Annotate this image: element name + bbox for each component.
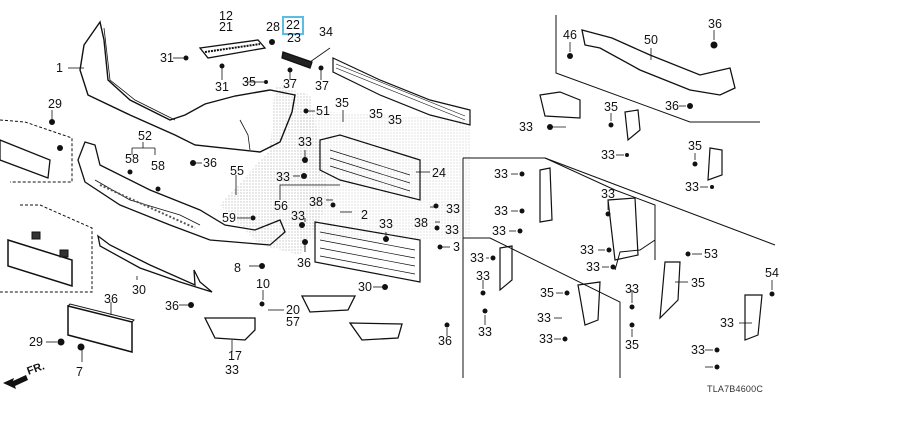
callout-37[interactable]: 37 bbox=[283, 77, 297, 91]
callout-46[interactable]: 50 bbox=[644, 33, 658, 47]
callout-33[interactable]: 35 bbox=[625, 338, 639, 352]
callout-34[interactable]: 34 bbox=[319, 25, 333, 39]
fasteners bbox=[49, 39, 775, 370]
callout-33[interactable]: 33 bbox=[298, 135, 312, 149]
mount-brackets bbox=[499, 91, 763, 341]
callout-38[interactable]: 38 bbox=[414, 216, 428, 230]
air-shutter-lower-part bbox=[314, 221, 421, 283]
callout-33[interactable]: 33 bbox=[586, 260, 600, 274]
callout-33[interactable]: 33 bbox=[476, 269, 490, 283]
callout-12[interactable]: 12 bbox=[219, 9, 233, 23]
callout-22-selected[interactable]: 22 bbox=[282, 16, 304, 35]
callout-55[interactable]: 55 bbox=[230, 164, 244, 178]
callout-35[interactable]: 33 bbox=[685, 180, 699, 194]
bumper-beam-part bbox=[555, 15, 760, 123]
callout-23[interactable]: 23 bbox=[287, 31, 301, 45]
callout-33[interactable]: 33 bbox=[539, 332, 553, 346]
fog-garnish-left-part bbox=[203, 317, 256, 341]
callout-7[interactable]: 17 bbox=[228, 349, 242, 363]
callout-52[interactable]: 52 bbox=[138, 129, 152, 143]
callout-33[interactable]: 33 bbox=[601, 187, 615, 201]
callout-59[interactable]: 59 bbox=[222, 211, 236, 225]
callout-33[interactable]: 33 bbox=[478, 325, 492, 339]
callout-33[interactable]: 36 bbox=[297, 256, 311, 270]
callout-33[interactable]: 33 bbox=[492, 224, 506, 238]
callout-36[interactable]: 29 bbox=[29, 335, 43, 349]
callout-33[interactable]: 33 bbox=[379, 217, 393, 231]
bumper-cover-part bbox=[79, 20, 296, 153]
callout-30[interactable]: 36 bbox=[438, 334, 452, 348]
callout-35[interactable]: 35 bbox=[369, 107, 383, 121]
callout-33[interactable]: 33 bbox=[470, 251, 484, 265]
bracket-22-part bbox=[281, 47, 331, 69]
air-shutter-upper-part bbox=[319, 134, 421, 201]
callout-33[interactable]: 33 bbox=[494, 204, 508, 218]
garnish-strip-part bbox=[97, 234, 213, 293]
callout-28[interactable]: 28 bbox=[266, 20, 280, 34]
lower-bumper-part bbox=[77, 141, 286, 246]
callout-51[interactable]: 51 bbox=[316, 104, 330, 118]
fog-garnish-center-part bbox=[300, 295, 357, 313]
fog-garnish-right-part bbox=[348, 322, 403, 341]
front-plate-base-part bbox=[67, 303, 135, 353]
callout-35[interactable]: 33 bbox=[601, 148, 615, 162]
callout-8[interactable]: 30 bbox=[132, 283, 146, 297]
callout-33[interactable]: 33 bbox=[445, 223, 459, 237]
callout-33[interactable]: 33 bbox=[580, 243, 594, 257]
callout-21[interactable]: 21 bbox=[219, 20, 233, 34]
callout-58[interactable]: 58 bbox=[125, 152, 139, 166]
callout-36[interactable]: 46 bbox=[563, 28, 577, 42]
upper-grille-part bbox=[332, 57, 471, 126]
callout-3[interactable]: 3 bbox=[453, 240, 460, 254]
callout-56[interactable]: 56 bbox=[274, 199, 288, 213]
callout-33[interactable]: 33 bbox=[276, 170, 290, 184]
callout-31[interactable]: 31 bbox=[160, 51, 174, 65]
callout-1[interactable]: 1 bbox=[56, 61, 63, 75]
callout-38[interactable]: 38 bbox=[309, 195, 323, 209]
callout-33[interactable]: 35 bbox=[540, 286, 554, 300]
callout-2[interactable]: 2 bbox=[361, 208, 368, 222]
callout-10[interactable]: 20 bbox=[286, 303, 300, 317]
license-bracket-upper bbox=[0, 119, 73, 183]
callout-31[interactable]: 31 bbox=[215, 80, 229, 94]
callout-33[interactable]: 33 bbox=[625, 282, 639, 296]
callout-33[interactable]: 33 bbox=[691, 343, 705, 357]
side-bracket-part bbox=[198, 39, 267, 59]
callout-29[interactable]: 7 bbox=[76, 365, 83, 379]
callout-50[interactable]: 36 bbox=[708, 17, 722, 31]
callout-30[interactable]: 10 bbox=[256, 277, 270, 291]
callout-53[interactable]: 35 bbox=[691, 276, 705, 290]
callout-17[interactable]: 33 bbox=[225, 363, 239, 377]
callout-36[interactable]: 36 bbox=[665, 99, 679, 113]
callout-33[interactable]: 30 bbox=[358, 280, 372, 294]
leader-lines bbox=[46, 30, 773, 368]
callout-33[interactable]: 33 bbox=[494, 167, 508, 181]
front-direction-arrow bbox=[3, 375, 28, 389]
callout-57[interactable]: 36 bbox=[104, 292, 118, 306]
section-borders bbox=[462, 157, 776, 378]
callout-35[interactable]: 33 bbox=[537, 311, 551, 325]
callout-20[interactable]: 57 bbox=[286, 315, 300, 329]
callout-33[interactable]: 33 bbox=[291, 209, 305, 223]
callout-29[interactable]: 29 bbox=[48, 97, 62, 111]
callout-36[interactable]: 33 bbox=[519, 120, 533, 134]
callout-58[interactable]: 58 bbox=[151, 159, 165, 173]
callout-24[interactable]: 24 bbox=[432, 166, 446, 180]
callout-35[interactable]: 35 bbox=[388, 113, 402, 127]
diagram-code: TLA7B4600C bbox=[707, 384, 764, 394]
callout-33[interactable]: 33 bbox=[446, 202, 460, 216]
callout-35[interactable]: 54 bbox=[765, 266, 779, 280]
callout-54[interactable]: 33 bbox=[720, 316, 734, 330]
callout-36[interactable]: 8 bbox=[234, 261, 241, 275]
callout-37[interactable]: 37 bbox=[315, 79, 329, 93]
callout-35[interactable]: 35 bbox=[335, 96, 349, 110]
callout-35[interactable]: 53 bbox=[704, 247, 718, 261]
callout-33[interactable]: 35 bbox=[688, 139, 702, 153]
callout-36[interactable]: 36 bbox=[203, 156, 217, 170]
license-bracket-lower bbox=[0, 204, 93, 293]
callout-35[interactable]: 35 bbox=[242, 75, 256, 89]
callout-36[interactable]: 36 bbox=[165, 299, 179, 313]
callout-33[interactable]: 35 bbox=[604, 100, 618, 114]
